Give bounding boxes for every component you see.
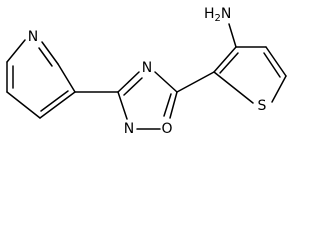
amine-hydrogen: H bbox=[204, 6, 215, 22]
bond-pyr-c5-c4 bbox=[6, 91, 41, 119]
bond-oxadiazole-thiophene bbox=[176, 71, 215, 93]
bond-thio-c5-s bbox=[271, 75, 287, 103]
atom-amine-group: H2N bbox=[204, 6, 231, 24]
bond-thiophene-amine bbox=[228, 23, 237, 48]
bond-thio-s-c2 bbox=[213, 71, 254, 104]
oxadiazole-ring bbox=[117, 71, 178, 130]
molecule-structure: N N N O S H2N bbox=[6, 6, 287, 137]
bond-oxa-double-c3-n4 bbox=[123, 77, 143, 96]
bond-pyr-double-c2-n1 bbox=[38, 47, 53, 67]
bond-oxa-c5-o1 bbox=[169, 91, 178, 119]
bond-thio-double-c4-c5 bbox=[263, 52, 281, 78]
bond-oxa-double-c5-o1 bbox=[163, 93, 172, 117]
bond-pyr-c2-n1 bbox=[41, 41, 59, 65]
atom-thiophene-sulfur: S bbox=[258, 98, 267, 114]
bond-oxa-n4-c5 bbox=[154, 71, 178, 93]
bond-thio-c2-c3 bbox=[213, 46, 237, 73]
bond-pyr-n1-c6 bbox=[6, 39, 26, 63]
atom-oxadiazole-nitrogen-bottom: N bbox=[124, 121, 134, 137]
bond-pyr-double-c4-c3 bbox=[40, 90, 69, 112]
bond-oxa-n2-c3 bbox=[117, 91, 128, 120]
bond-pyr-c3-c2 bbox=[57, 63, 76, 93]
thiophene-ring bbox=[213, 46, 287, 104]
amine-nitrogen: N bbox=[221, 6, 231, 22]
bond-thio-c4-c5 bbox=[265, 46, 287, 77]
atom-pyridine-nitrogen: N bbox=[28, 29, 38, 45]
atom-oxadiazole-nitrogen-top: N bbox=[142, 60, 152, 76]
bond-pyr-c4-c3 bbox=[39, 91, 76, 119]
bond-thio-double-c2-c3 bbox=[219, 52, 239, 74]
atom-oxadiazole-oxygen: O bbox=[161, 121, 172, 137]
amine-hydrogen-count: 2 bbox=[215, 13, 221, 24]
pyridine-ring bbox=[6, 39, 76, 119]
bond-oxa-c3-n4 bbox=[117, 71, 140, 93]
